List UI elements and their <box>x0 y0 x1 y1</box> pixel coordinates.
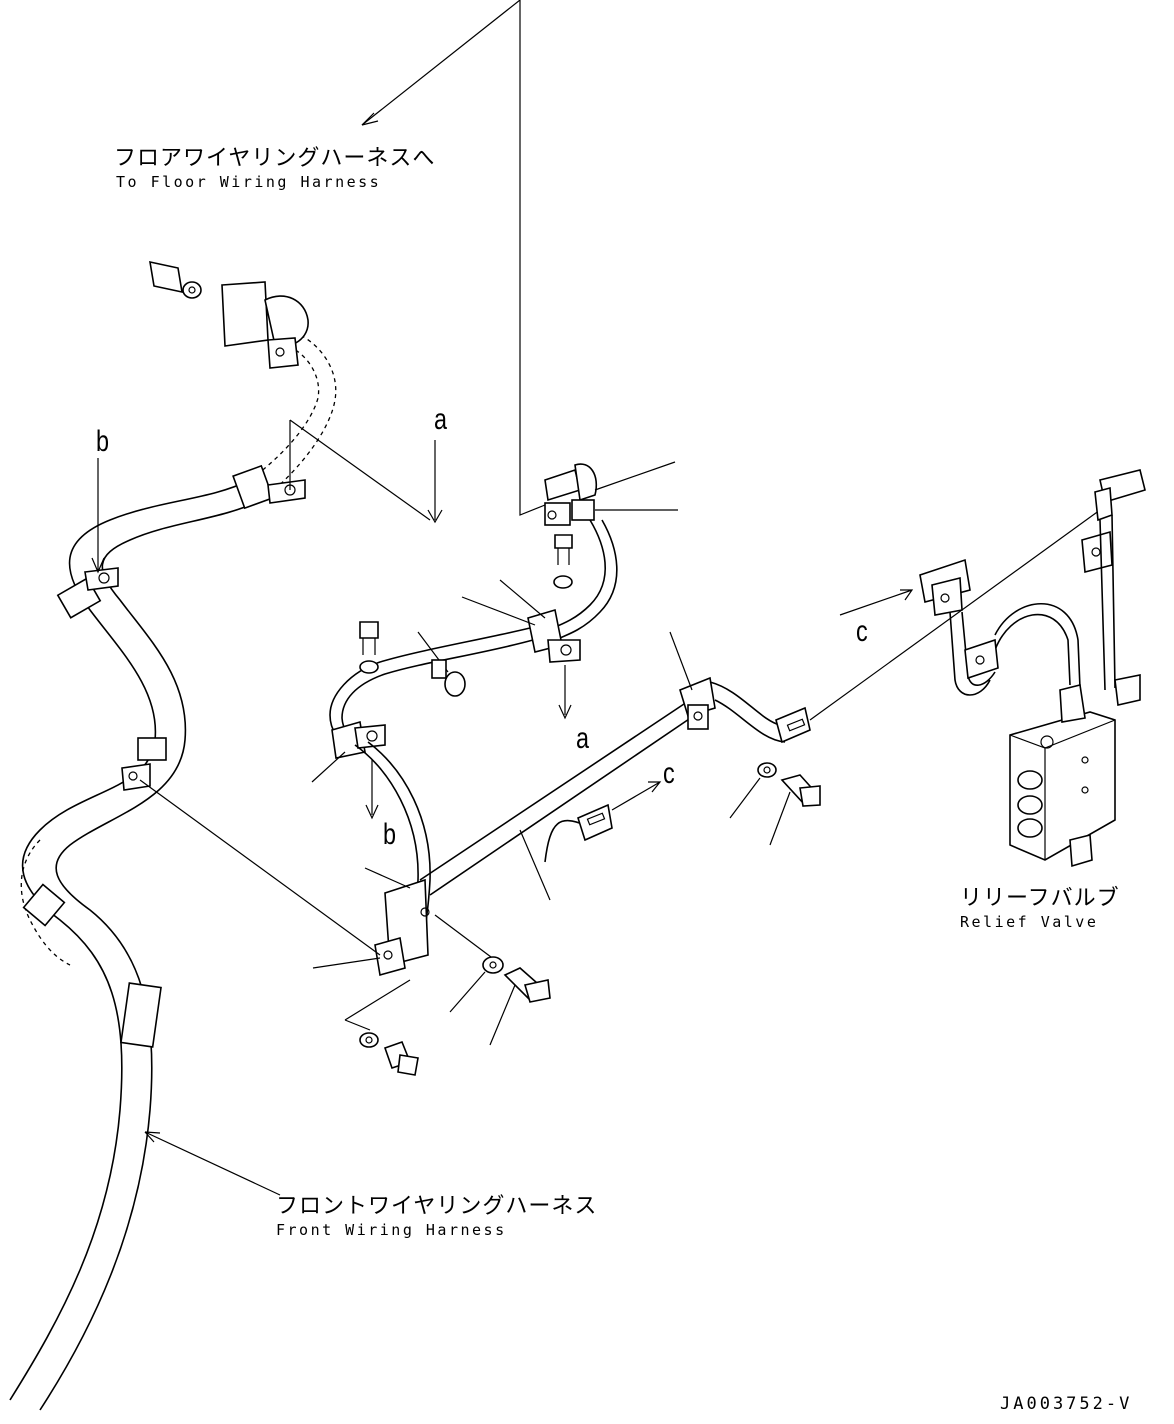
callout-b-bottom: b <box>383 818 397 851</box>
callout-c-center: c <box>663 757 675 790</box>
front-wiring-harness-tube <box>9 334 337 1411</box>
callout-b-top: b <box>96 425 110 458</box>
callout-a-top: a <box>434 403 448 436</box>
floor-harness-label-jp: フロアワイヤリングハーネスへ <box>114 146 436 171</box>
callout-a-bottom: a <box>576 722 590 755</box>
harness-clips <box>84 479 306 791</box>
floor-harness-label-en: To Floor Wiring Harness <box>116 173 382 191</box>
relief-valve-label-jp: リリーフバルブ <box>960 886 1120 911</box>
callout-c-right: c <box>856 615 868 648</box>
sub-harness <box>139 461 1101 1076</box>
relief-valve-label-en: Relief Valve <box>960 913 1099 931</box>
drawing-code: JA003752-V <box>1000 1394 1133 1414</box>
front-harness-label-en: Front Wiring Harness <box>276 1221 507 1239</box>
relief-valve-assembly <box>839 469 1146 868</box>
front-harness-label-jp: フロントワイヤリングハーネス <box>276 1194 598 1219</box>
callout-leaders-a <box>289 0 546 524</box>
top-connector-assembly <box>149 260 309 369</box>
label-leaders <box>91 458 281 1196</box>
